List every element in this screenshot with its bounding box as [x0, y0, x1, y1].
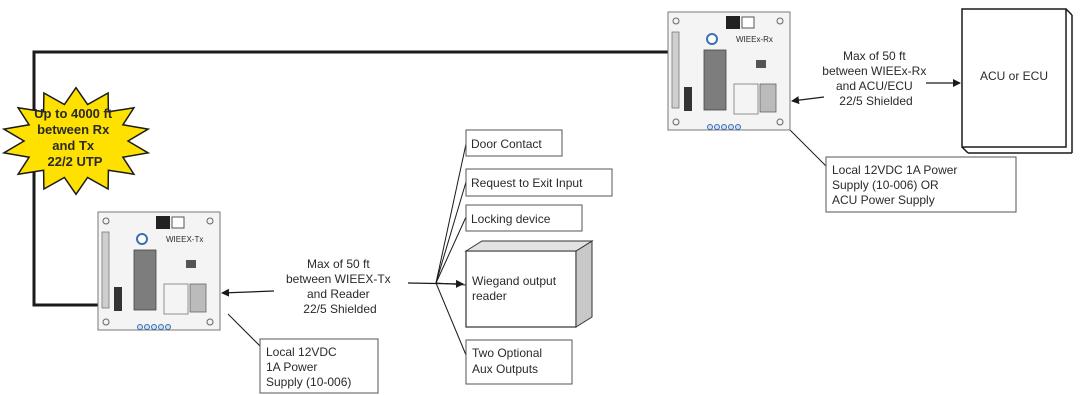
acu-box: ACU or ECU	[961, 8, 1073, 154]
rx-note-line-3: and ACU/ECU	[836, 79, 913, 93]
rx-note-line-2: between WIEEx-Rx	[822, 64, 926, 78]
locking-device-label: Locking device	[471, 212, 551, 226]
distance-burst: Up to 4000 ft between Rx and Tx 22/2 UTP	[1, 86, 151, 196]
rx-tx-cable	[32, 50, 668, 307]
burst-line-4: 22/2 UTP	[48, 154, 103, 169]
tx-power-line-2: 1A Power	[266, 360, 317, 374]
burst-line-1: Up to 4000 ft	[34, 106, 113, 121]
rx-note-arrow	[791, 96, 825, 105]
tx-power-leader	[227, 313, 263, 349]
tx-note-line-4: 22/5 Shielded	[303, 302, 376, 316]
tx-distance-note: Max of 50 ft between WIEEX-Tx and Reader…	[286, 257, 394, 316]
tx-note-line-2: between WIEEX-Tx	[286, 272, 391, 286]
burst-line-3: and Tx	[52, 138, 95, 153]
aux-outputs-box: Two Optional Aux Outputs	[465, 339, 573, 385]
svg-text:Local 12VDC 1A Power: Local 12VDC 1A Power Supply (10-006)	[266, 345, 351, 389]
rx-power-line-3: ACU Power Supply	[832, 193, 935, 207]
rx-power-line-2: Supply (10-006) OR	[832, 178, 939, 192]
rx-power-box: Local 12VDC 1A Power Supply (10-006) OR …	[825, 156, 1017, 213]
tx-board: WIEEX-Tx	[97, 211, 221, 331]
svg-text:Two Optional Aux Outputs: Two Optional Aux Outputs	[472, 346, 545, 376]
rx-power-line-1: Local 12VDC 1A Power	[832, 163, 957, 177]
rx-distance-note: Max of 50 ft between WIEEx-Rx and ACU/EC…	[822, 49, 929, 108]
burst-line-2: between Rx	[37, 122, 110, 137]
rx-note-line-1: Max of 50 ft	[843, 49, 906, 63]
acu-label: ACU or ECU	[980, 69, 1048, 83]
tx-board-label: WIEEX-Tx	[166, 235, 203, 244]
device-fanout-lines	[435, 143, 467, 356]
tx-note-arrow	[221, 288, 275, 297]
reader-line-2: reader	[472, 289, 507, 303]
tx-note-line-3: and Reader	[307, 287, 370, 301]
svg-text:Wiegand output reader: Wiegand output reader	[472, 274, 559, 303]
rx-note-line-4: 22/5 Shielded	[839, 94, 912, 108]
reader-arrow	[407, 279, 464, 288]
tx-note-line-1: Max of 50 ft	[307, 257, 370, 271]
aux-line-1: Two Optional	[472, 346, 542, 360]
burst-shape	[1, 86, 151, 196]
request-to-exit-box: Request to Exit Input	[465, 168, 613, 197]
rx-power-leader	[789, 129, 827, 167]
wiegand-reader-box: Wiegand output reader	[464, 240, 594, 328]
tx-power-line-3: Supply (10-006)	[266, 375, 351, 389]
aux-line-2: Aux Outputs	[472, 362, 538, 376]
tx-power-line-1: Local 12VDC	[266, 345, 337, 359]
door-contact-box: Door Contact	[465, 129, 563, 157]
reader-line-1: Wiegand output	[472, 274, 557, 288]
svg-text:Local 12VDC 1A Power Sup: Local 12VDC 1A Power Supply (10-006) OR …	[832, 163, 961, 207]
locking-device-box: Locking device	[465, 204, 583, 232]
rx-board-label: WIEEx-Rx	[736, 35, 773, 44]
tx-power-box: Local 12VDC 1A Power Supply (10-006)	[259, 338, 379, 394]
rx-board: WIEEx-Rx	[667, 11, 791, 131]
svg-text:Up to 4000 ft between Rx: Up to 4000 ft between Rx and Tx 22/2 UTP	[34, 106, 116, 169]
request-to-exit-label: Request to Exit Input	[471, 176, 583, 190]
door-contact-label: Door Contact	[471, 137, 542, 151]
